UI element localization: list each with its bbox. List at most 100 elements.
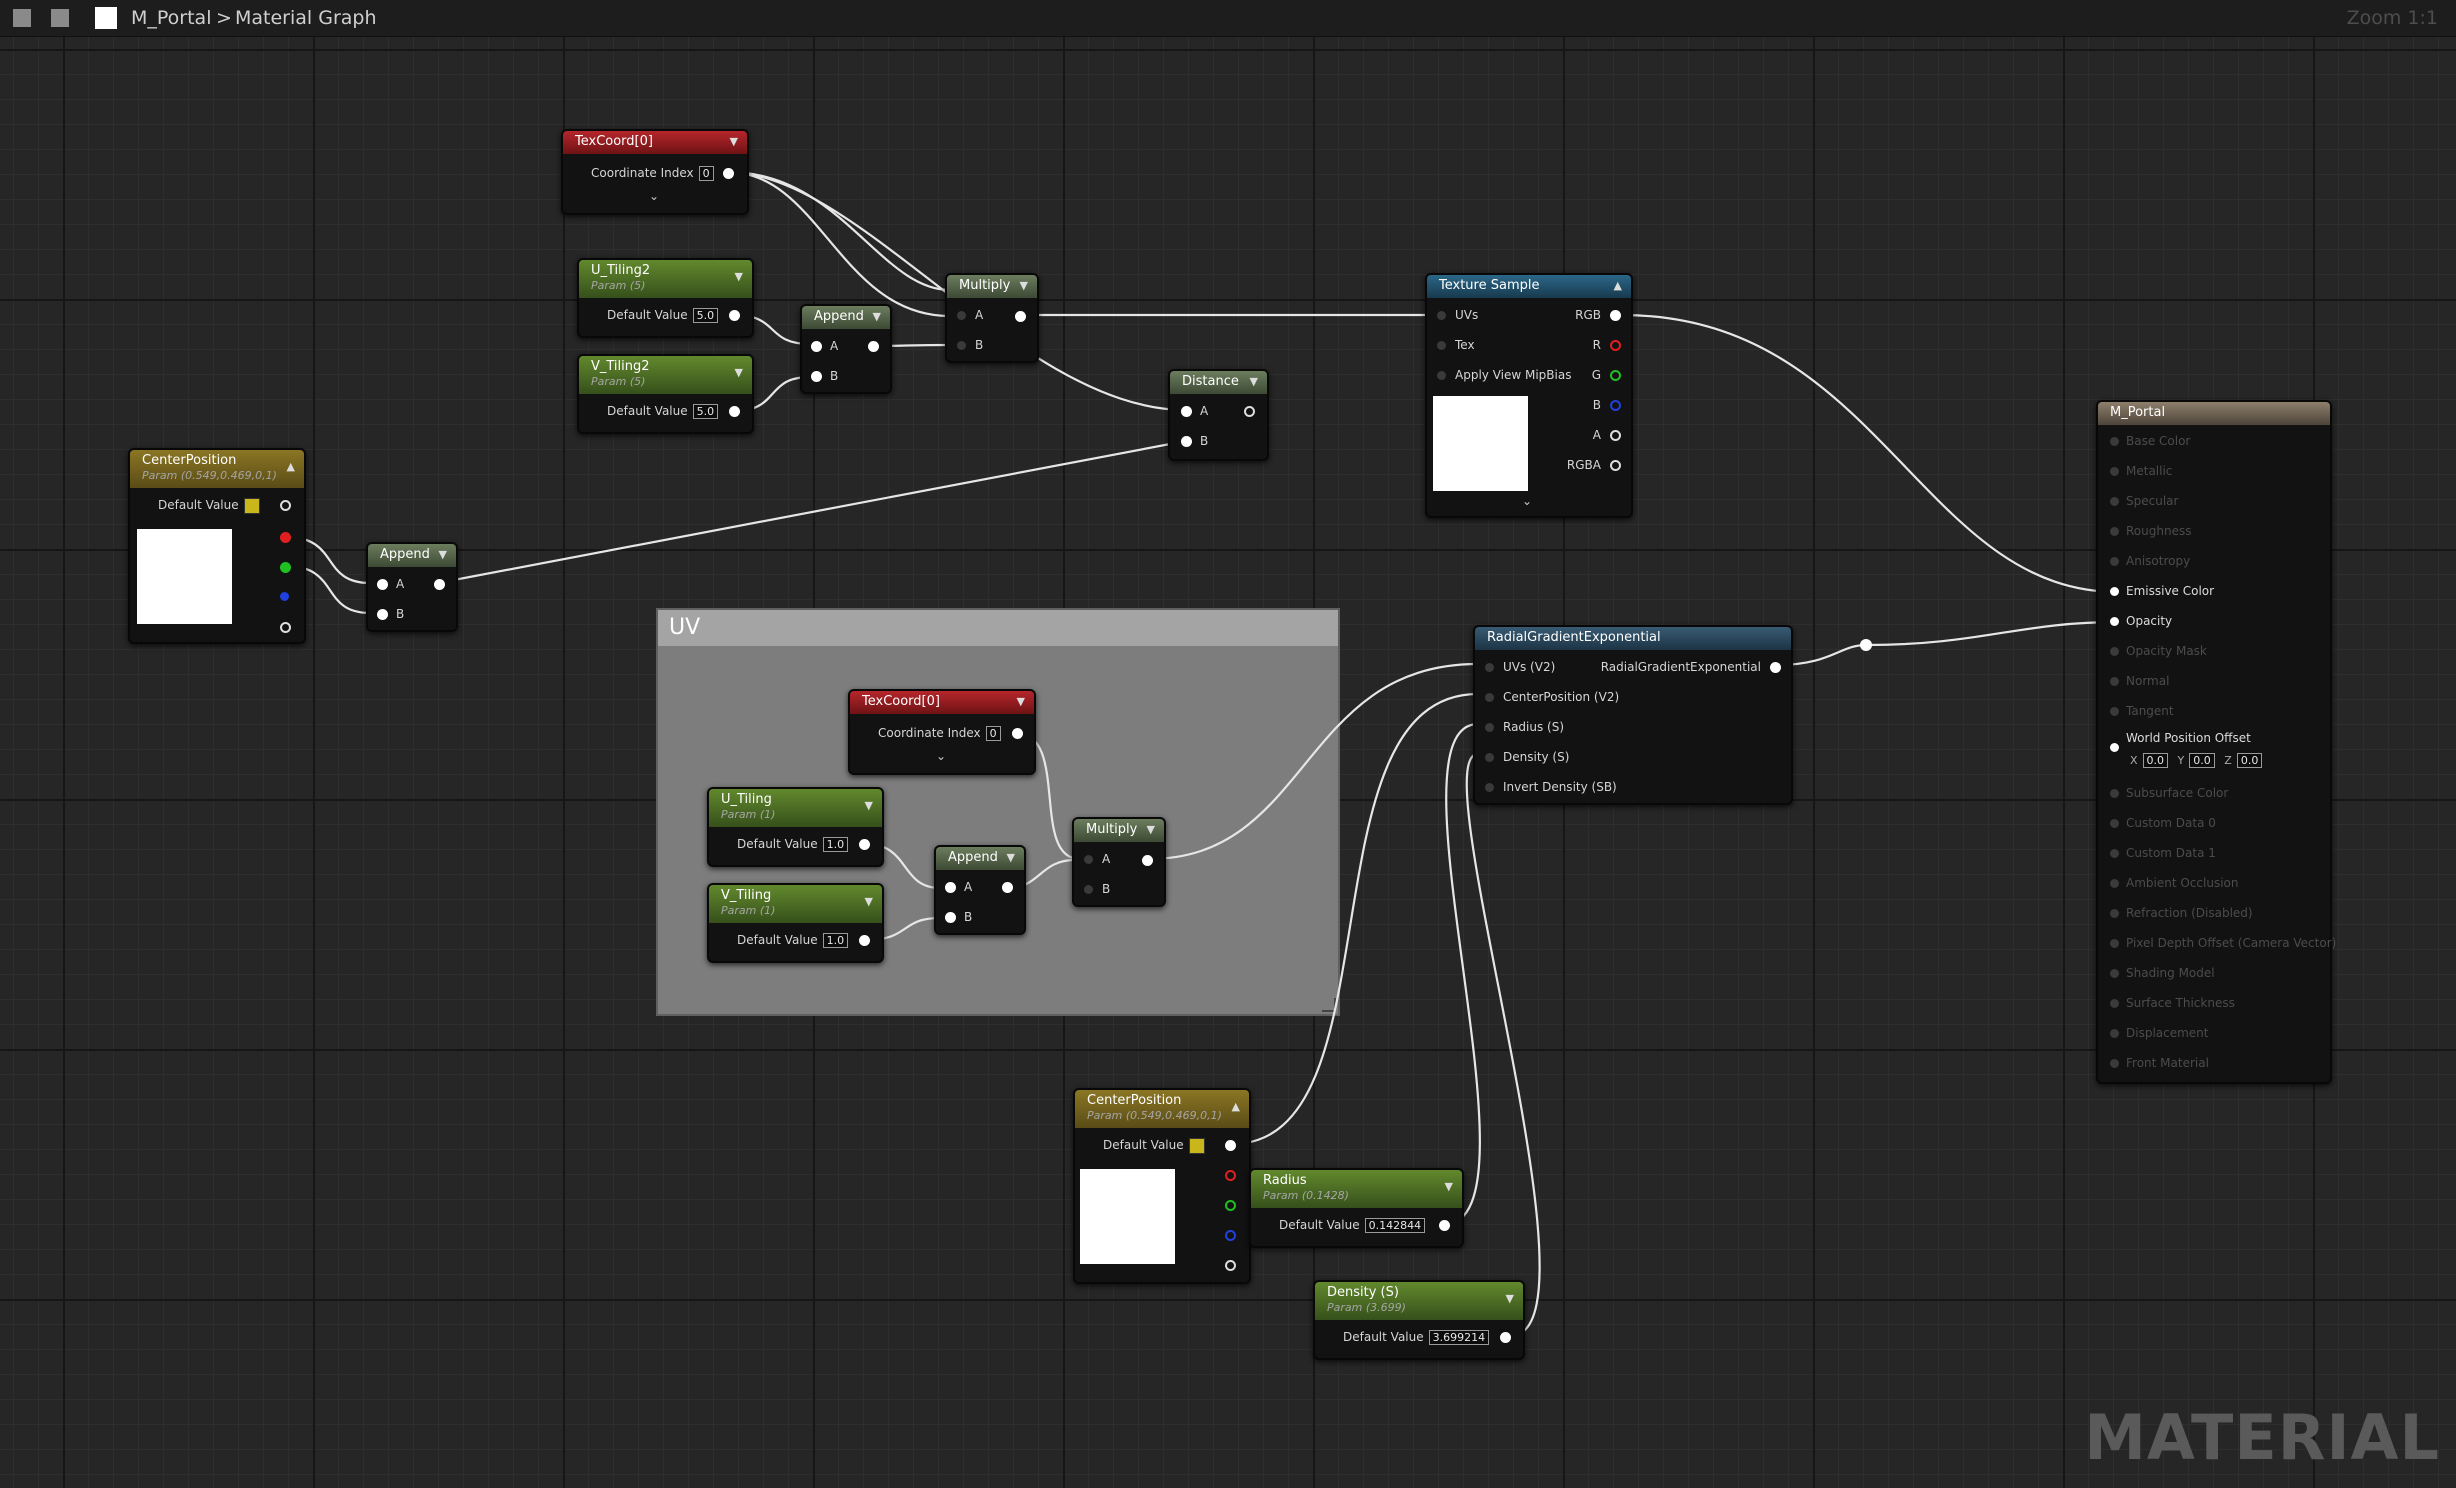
- input-pin[interactable]: [2110, 557, 2119, 566]
- wpo-x-field[interactable]: 0.0: [2142, 753, 2169, 768]
- input-pin[interactable]: [2110, 969, 2119, 978]
- input-pin-a[interactable]: [1084, 855, 1093, 864]
- input-pin-density[interactable]: [1485, 753, 1494, 762]
- default-value-field[interactable]: 1.0: [822, 933, 849, 948]
- collapse-chevron-icon[interactable]: ▲: [1231, 1100, 1240, 1113]
- input-pin-a[interactable]: [945, 882, 956, 893]
- node-append-left[interactable]: Append ▼ A B: [366, 542, 458, 632]
- output-pin-r[interactable]: [1225, 1170, 1236, 1181]
- collapse-chevron-icon[interactable]: ▼: [864, 895, 873, 908]
- input-pin[interactable]: [2110, 999, 2119, 1008]
- output-pin[interactable]: [1770, 662, 1781, 673]
- input-pin[interactable]: [2110, 789, 2119, 798]
- node-multiply-uv[interactable]: Multiply ▼ A B: [1072, 817, 1166, 907]
- collapse-chevron-icon[interactable]: ▼: [1146, 823, 1155, 836]
- coordinate-index-field[interactable]: 0: [698, 166, 714, 181]
- input-pin[interactable]: [2110, 743, 2119, 752]
- comment-title[interactable]: UV: [658, 610, 1338, 646]
- default-value-field[interactable]: 5.0: [692, 308, 719, 323]
- collapse-chevron-icon[interactable]: ▼: [864, 799, 873, 812]
- default-value-field[interactable]: 5.0: [692, 404, 719, 419]
- output-pin-b[interactable]: [1225, 1230, 1236, 1241]
- input-pin[interactable]: [2110, 467, 2119, 476]
- color-swatch[interactable]: [243, 497, 260, 514]
- node-density[interactable]: Density (S)Param (3.699) ▼ Default Value…: [1313, 1280, 1525, 1360]
- output-pin-rgb[interactable]: [1610, 310, 1621, 321]
- default-value-field[interactable]: 0.142844: [1364, 1218, 1426, 1233]
- input-pin-a[interactable]: [811, 341, 822, 352]
- input-pin[interactable]: [2110, 617, 2119, 626]
- output-pin[interactable]: [1439, 1220, 1450, 1231]
- input-pin-tex[interactable]: [1437, 341, 1446, 350]
- input-pin[interactable]: [2110, 647, 2119, 656]
- node-distance[interactable]: Distance ▼ A B: [1168, 369, 1269, 461]
- node-append-top[interactable]: Append ▼ A B: [800, 304, 892, 394]
- collapse-chevron-icon[interactable]: ▼: [872, 310, 881, 323]
- collapse-chevron-icon[interactable]: ▼: [1505, 1292, 1514, 1305]
- input-pin-b[interactable]: [1084, 885, 1093, 894]
- input-pin[interactable]: [2110, 939, 2119, 948]
- output-pin[interactable]: [280, 500, 291, 511]
- output-pin[interactable]: [1002, 882, 1013, 893]
- collapse-chevron-icon[interactable]: ▼: [1016, 695, 1025, 708]
- default-value-field[interactable]: 3.699214: [1428, 1330, 1490, 1345]
- breadcrumb-child[interactable]: Material Graph: [235, 7, 377, 29]
- output-pin[interactable]: [1142, 855, 1153, 866]
- output-pin[interactable]: [1225, 1140, 1236, 1151]
- input-pin-invert[interactable]: [1485, 783, 1494, 792]
- input-pin-mipbias[interactable]: [1437, 371, 1446, 380]
- input-pin[interactable]: [2110, 437, 2119, 446]
- output-pin[interactable]: [859, 935, 870, 946]
- input-pin-b[interactable]: [377, 609, 388, 620]
- output-pin-b[interactable]: [1610, 400, 1621, 411]
- output-pin-a[interactable]: [280, 622, 291, 633]
- input-pin[interactable]: [2110, 527, 2119, 536]
- input-pin-radius[interactable]: [1485, 723, 1494, 732]
- expand-chevron-icon[interactable]: ⌄: [1522, 494, 1533, 508]
- output-pin-g[interactable]: [1225, 1200, 1236, 1211]
- output-pin[interactable]: [729, 406, 740, 417]
- expand-chevron-icon[interactable]: ⌄: [649, 189, 660, 203]
- expand-chevron-icon[interactable]: ⌄: [936, 749, 947, 763]
- input-pin-a[interactable]: [1181, 406, 1192, 417]
- collapse-chevron-icon[interactable]: ▼: [734, 366, 743, 379]
- collapse-chevron-icon[interactable]: ▼: [729, 135, 738, 148]
- output-pin[interactable]: [1244, 406, 1255, 417]
- output-pin-r[interactable]: [280, 532, 291, 543]
- output-pin[interactable]: [1015, 311, 1026, 322]
- input-pin-center[interactable]: [1485, 693, 1494, 702]
- input-pin[interactable]: [2110, 1029, 2119, 1038]
- output-pin[interactable]: [434, 579, 445, 590]
- collapse-chevron-icon[interactable]: ▼: [1006, 851, 1015, 864]
- input-pin-b[interactable]: [811, 371, 822, 382]
- node-append-uv[interactable]: Append ▼ A B: [934, 845, 1026, 935]
- default-value-field[interactable]: 1.0: [822, 837, 849, 852]
- input-pin[interactable]: [2110, 849, 2119, 858]
- output-pin[interactable]: [1500, 1332, 1511, 1343]
- wpo-z-field[interactable]: 0.0: [2236, 753, 2263, 768]
- forward-icon[interactable]: [51, 9, 69, 27]
- collapse-chevron-icon[interactable]: ▲: [286, 460, 295, 473]
- collapse-chevron-icon[interactable]: ▼: [438, 548, 447, 561]
- output-pin-rgba[interactable]: [1610, 460, 1621, 471]
- output-pin[interactable]: [723, 168, 734, 179]
- collapse-chevron-icon[interactable]: ▼: [1019, 279, 1028, 292]
- input-pin-b[interactable]: [1181, 436, 1192, 447]
- input-pin[interactable]: [2110, 879, 2119, 888]
- collapse-chevron-icon[interactable]: ▼: [1249, 375, 1258, 388]
- input-pin[interactable]: [2110, 587, 2119, 596]
- input-pin[interactable]: [2110, 677, 2119, 686]
- output-pin-g[interactable]: [280, 562, 291, 573]
- input-pin-a[interactable]: [957, 311, 966, 320]
- output-pin[interactable]: [1012, 728, 1023, 739]
- input-pin[interactable]: [2110, 819, 2119, 828]
